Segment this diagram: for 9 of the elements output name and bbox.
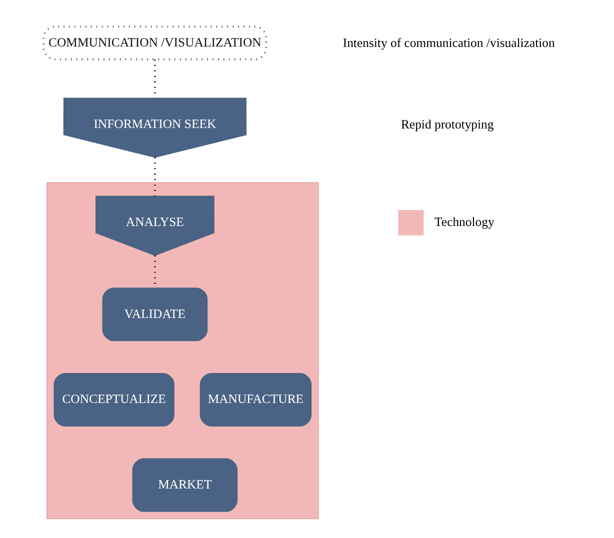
node-box: MARKET xyxy=(132,458,238,512)
node-box: CONCEPTUALIZE xyxy=(54,372,174,427)
cluster xyxy=(46,182,319,520)
node-box: MANUFACTURE xyxy=(200,372,312,427)
legend-label: Repid prototyping xyxy=(400,117,494,132)
node-box: COMMUNICATION /VISUALIZATION xyxy=(42,26,268,60)
node-box: VALIDATE xyxy=(102,288,208,342)
legend-label: Intensity of communication /visualization xyxy=(342,36,555,50)
legend-label: Technology xyxy=(434,215,494,230)
